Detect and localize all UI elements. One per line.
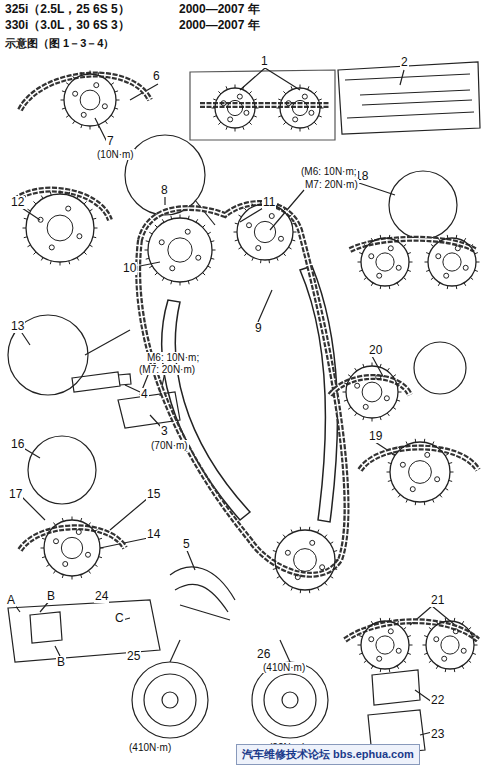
callout-number: 19 bbox=[368, 430, 383, 443]
callout-number: (70N·m) bbox=[150, 440, 189, 451]
callout-number: 20 bbox=[368, 344, 383, 357]
callout-number: 4 bbox=[140, 388, 149, 401]
header-text: 330i（3.0L，30 6S 3） bbox=[4, 19, 131, 32]
sprocket bbox=[272, 527, 339, 593]
timing-chain bbox=[20, 75, 150, 110]
callout-number: (410N·m) bbox=[128, 742, 172, 753]
callout-number: 2 bbox=[400, 56, 409, 69]
callout-number: M6: 10N·m; bbox=[146, 352, 200, 363]
timing-chain bbox=[330, 377, 410, 395]
callout-number: 26 bbox=[256, 648, 271, 661]
callout-number: 25 bbox=[126, 650, 141, 663]
callout-number: 15 bbox=[146, 488, 161, 501]
callout-number: 22 bbox=[430, 694, 445, 707]
callout-number: B bbox=[56, 656, 66, 669]
callout-number: 21 bbox=[430, 594, 445, 607]
callout-number: B bbox=[46, 590, 56, 603]
watermark-box: 汽车维修技术论坛 bbs.ephua.com bbox=[236, 744, 420, 765]
callout-number: 9 bbox=[254, 322, 263, 335]
callout-number: 7 bbox=[106, 135, 115, 148]
sprocket bbox=[61, 71, 120, 130]
timing-chain bbox=[138, 203, 346, 575]
sprocket bbox=[358, 618, 413, 672]
callout-number: 13 bbox=[10, 320, 25, 333]
callout-number: 1 bbox=[260, 55, 269, 68]
callout-number: 12 bbox=[10, 196, 25, 209]
callout-number: (M7: 20N·m) bbox=[138, 364, 196, 375]
timing-chain bbox=[20, 527, 125, 550]
sprocket bbox=[41, 517, 104, 580]
sprocket bbox=[23, 191, 98, 266]
callout-number: A bbox=[6, 594, 16, 607]
callout-number: 14 bbox=[146, 528, 161, 541]
callout-number: 11 bbox=[262, 196, 276, 209]
sprocket bbox=[277, 85, 324, 132]
callout-number: 17 bbox=[8, 488, 23, 501]
sprocket bbox=[343, 363, 402, 422]
callout-number: 23 bbox=[430, 728, 445, 741]
sprocket bbox=[423, 618, 478, 672]
callout-number: (410N·m) bbox=[262, 662, 306, 673]
header-text: 2000—2007 年 bbox=[178, 3, 261, 16]
callout-number: 10 bbox=[122, 262, 137, 275]
timing-chain bbox=[200, 105, 330, 106]
header-text: 325i（2.5L，25 6S 5） bbox=[4, 3, 131, 16]
callout-number: 3 bbox=[160, 425, 169, 438]
header-text: 示意图（图 1－3－4） bbox=[4, 37, 115, 49]
sprocket bbox=[145, 215, 216, 286]
timing-chain bbox=[345, 621, 478, 640]
callout-number: 6 bbox=[152, 70, 161, 83]
sprocket bbox=[212, 85, 259, 132]
sprocket bbox=[358, 235, 413, 289]
callout-number: (10N·m) bbox=[96, 149, 135, 160]
callout-number: 16 bbox=[10, 438, 25, 451]
callout-number: 5 bbox=[182, 538, 191, 551]
timing-chain bbox=[360, 448, 478, 471]
callout-number: C bbox=[114, 612, 125, 625]
callout-number: 24 bbox=[94, 590, 109, 603]
sprocket bbox=[234, 201, 297, 263]
callout-number: 8 bbox=[160, 184, 169, 197]
header-text: 2000—2007 年 bbox=[178, 19, 261, 32]
callout-number: (M6: 10N·m; bbox=[300, 166, 358, 177]
callout-number: M7: 20N·m) bbox=[304, 179, 359, 190]
sprocket bbox=[387, 439, 454, 505]
watermark-text: 汽车维修技术论坛 bbs.ephua.com bbox=[242, 747, 414, 762]
sprocket bbox=[425, 235, 480, 289]
